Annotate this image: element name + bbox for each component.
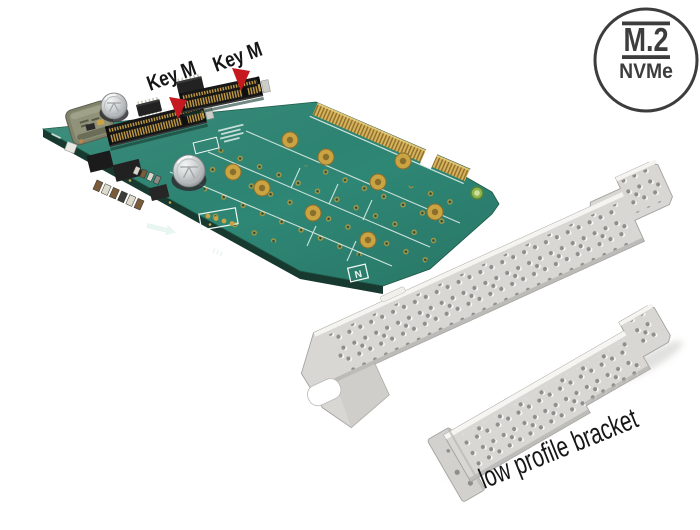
logo-box: N (346, 263, 370, 283)
bracket-screw-slot (307, 378, 342, 407)
badge-rule-bottom (622, 55, 670, 59)
low-profile-bracket (427, 303, 671, 502)
logo-glyph: N (354, 269, 364, 281)
silkscreen-marks: N (51, 108, 370, 283)
key-m-arrow-2 (232, 68, 250, 91)
badge-text-top: M.2 (623, 23, 668, 59)
standard-bracket (300, 159, 673, 429)
smd-ics (64, 119, 170, 201)
badge-rule-top (622, 21, 670, 26)
electrolytic-capacitor-1 (99, 92, 129, 122)
m2-standoff-pads (224, 131, 444, 249)
standard-bracket-perforation (328, 202, 636, 373)
badge-text-bottom: NVMe (619, 59, 673, 83)
pcie-edge-fingers (309, 102, 470, 185)
resistor-row-2 (132, 165, 162, 185)
key-m-notch-2 (241, 87, 249, 98)
pcie-key-notch (419, 148, 438, 170)
key-m-notch-1 (180, 115, 189, 126)
silkscreen-lines (169, 130, 461, 267)
electrolytic-capacitor-2 (171, 154, 207, 191)
pcie-card: N (41, 73, 500, 294)
low-profile-bracket-perforation (460, 340, 645, 471)
key-m-arrow-1 (169, 97, 187, 119)
via-field (200, 145, 462, 266)
resistor-row-1 (92, 179, 145, 211)
badge-circle (593, 7, 699, 113)
pcb-corner-hole (470, 186, 484, 200)
badge-m2-nvme: M.2 NVMe (593, 7, 699, 113)
